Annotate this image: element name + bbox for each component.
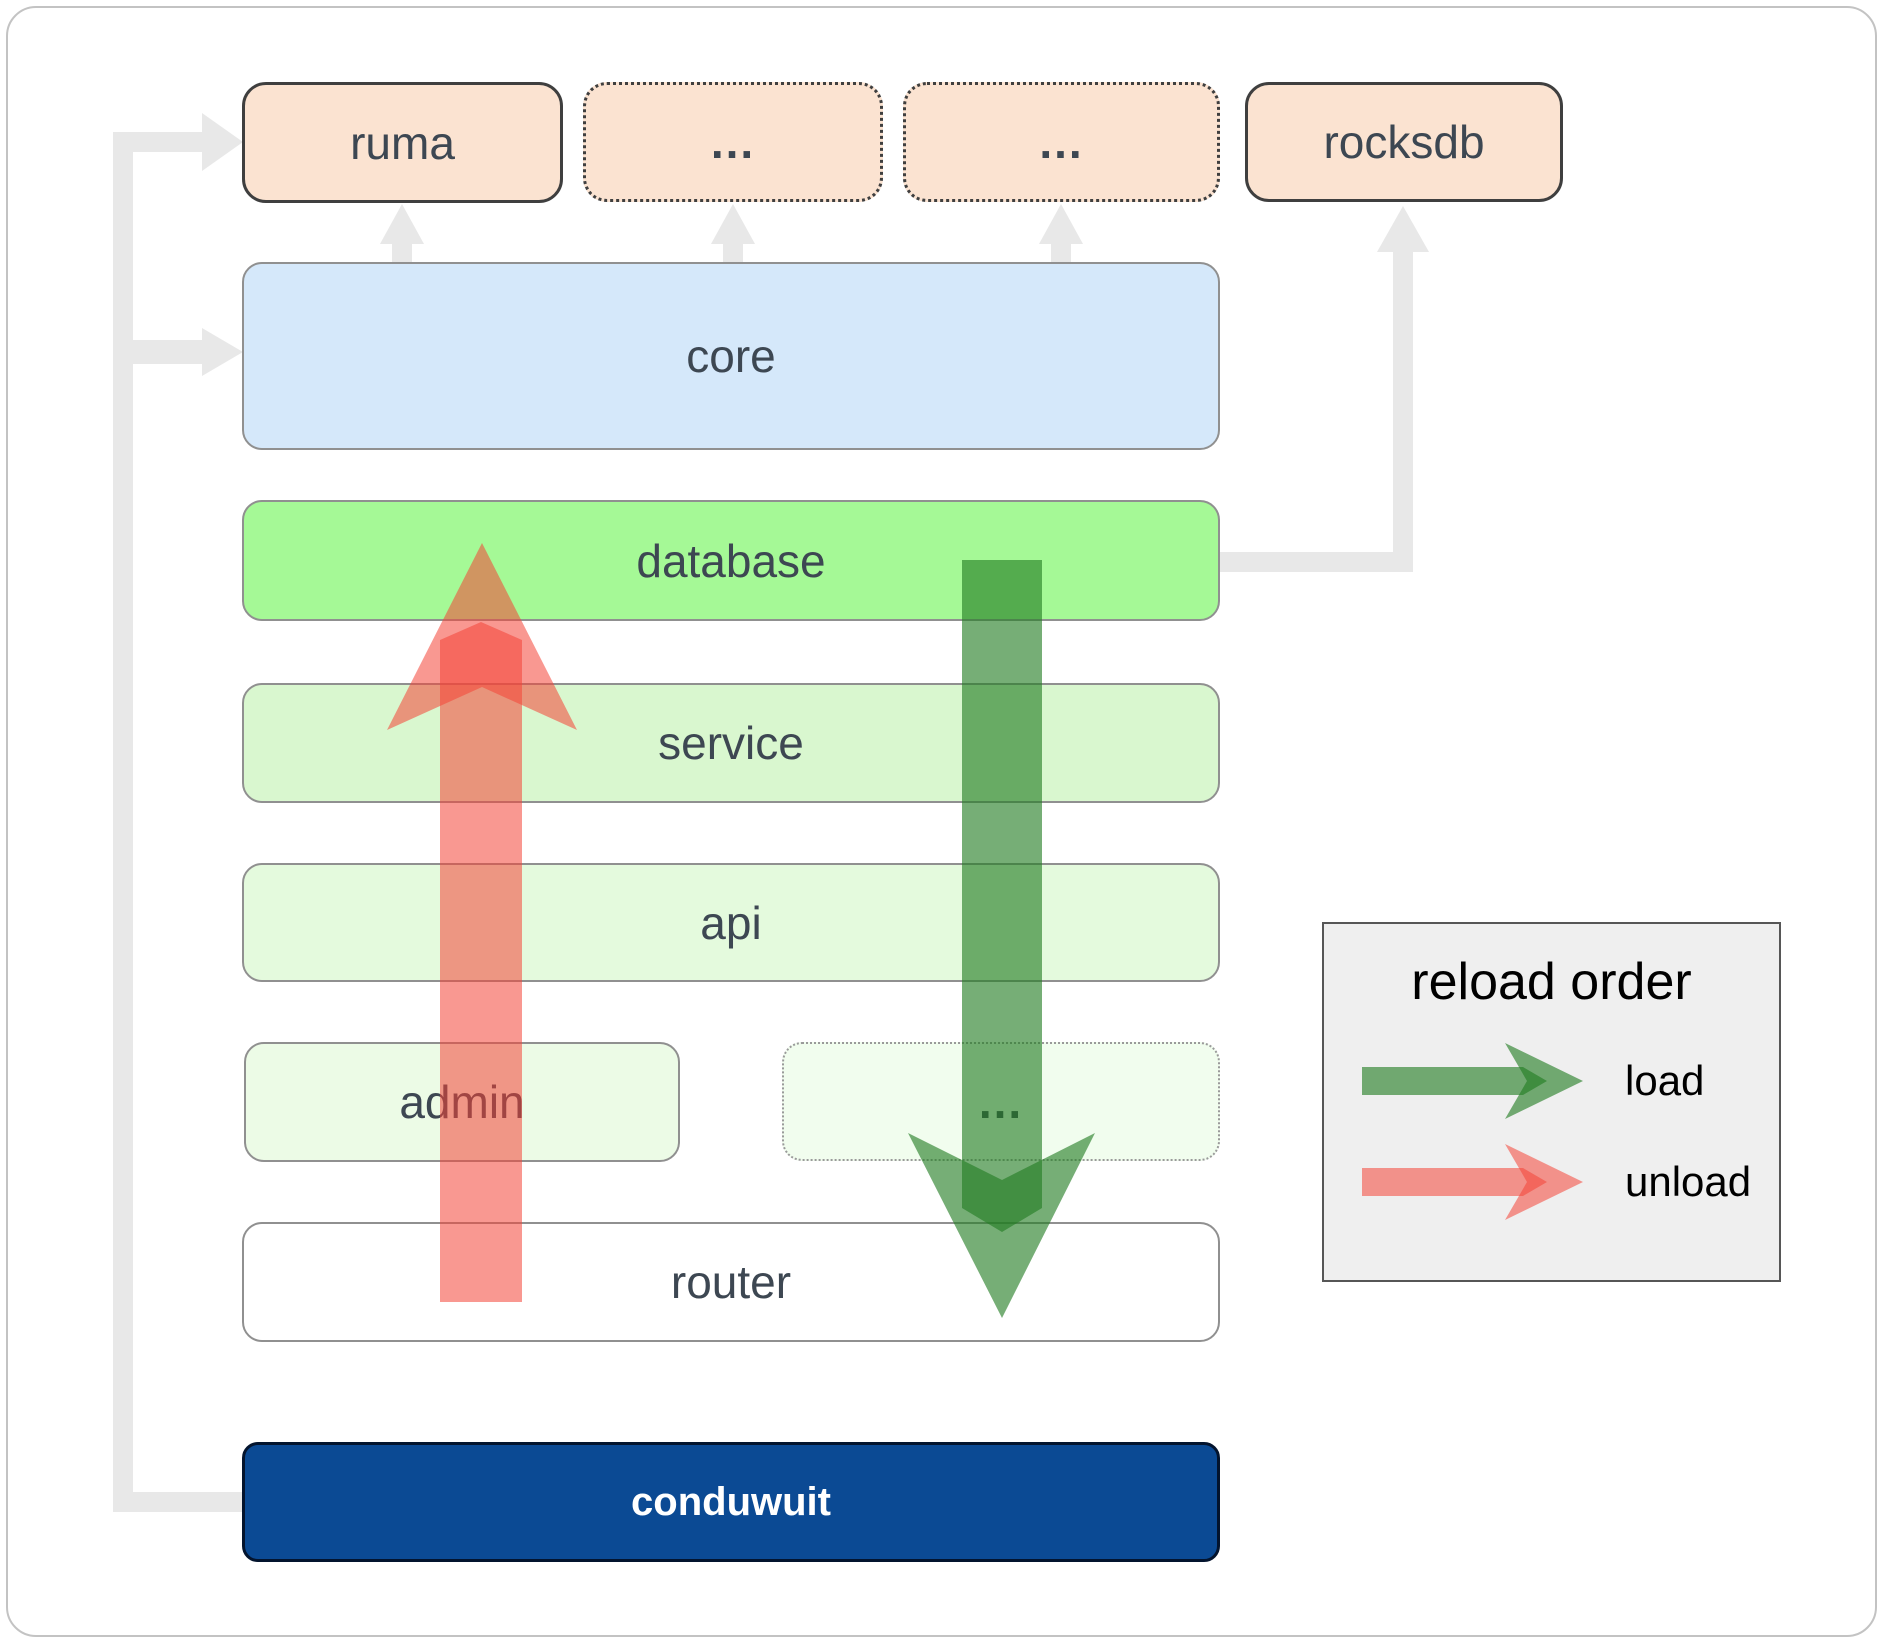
node-conduwuit: conduwuit [242, 1442, 1220, 1562]
legend-panel [1322, 922, 1781, 1282]
node-rocksdb: rocksdb [1245, 82, 1563, 202]
legend-label-unload: unload [1625, 1158, 1752, 1205]
node-core-label: core [686, 330, 776, 382]
node-ellipsis-2: ... [903, 82, 1220, 202]
database-to-rocksdb-horizontal [1220, 552, 1413, 572]
arrowhead-into-rocksdb-icon [1377, 206, 1429, 252]
left-connector-line [113, 132, 133, 1512]
node-ruma: ruma [242, 82, 563, 203]
core-to-ruma-stub [392, 242, 412, 264]
database-to-rocksdb-vertical [1393, 250, 1413, 572]
arrowhead-up-ruma-icon [380, 204, 424, 244]
legend-title: reload order [1411, 953, 1692, 1011]
node-ellipsis-1-label: ... [710, 116, 756, 168]
node-service-label: service [658, 717, 804, 769]
node-conduwuit-label: conduwuit [631, 1479, 831, 1524]
node-core: core [242, 262, 1220, 450]
arrowhead-into-ruma-icon [202, 113, 243, 171]
core-to-ellipsis2-stub [1051, 242, 1071, 264]
legend-label-load: load [1625, 1057, 1705, 1104]
node-service: service [242, 683, 1220, 803]
node-rocksdb-label: rocksdb [1323, 116, 1485, 168]
node-database-label: database [636, 534, 826, 587]
conduwuit-to-ruma-stub [133, 132, 203, 152]
node-admin-ellipsis: ... [782, 1042, 1220, 1161]
core-to-ellipsis1-stub [723, 242, 743, 264]
node-admin-ellipsis-label: ... [978, 1075, 1024, 1128]
node-router: router [242, 1222, 1220, 1342]
conduwuit-connector-stub [133, 1492, 243, 1512]
node-admin-label: admin [399, 1076, 525, 1128]
page-border [6, 6, 1877, 1637]
arrowhead-up-ellipsis1-icon [711, 204, 755, 244]
node-ellipsis-2-label: ... [1039, 116, 1084, 168]
arrowhead-up-ellipsis2-icon [1039, 204, 1083, 244]
conduwuit-to-core-stub [133, 340, 203, 364]
node-ellipsis-1: ... [583, 82, 883, 202]
node-ruma-label: ruma [350, 116, 455, 169]
node-api: api [242, 863, 1220, 982]
arrowhead-into-core-icon [202, 328, 243, 376]
node-router-label: router [670, 1256, 792, 1308]
node-api-label: api [700, 896, 762, 949]
node-admin: admin [244, 1042, 680, 1162]
node-database: database [242, 500, 1220, 621]
